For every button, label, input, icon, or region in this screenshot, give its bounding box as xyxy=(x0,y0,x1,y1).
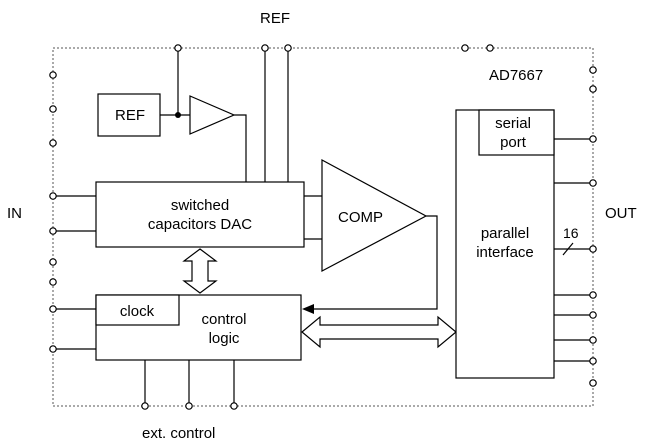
pin-ext-control-3 xyxy=(230,402,238,410)
pin-out-2 xyxy=(589,179,597,187)
pin-ctrl-left-1 xyxy=(49,305,57,313)
chip-boundary xyxy=(52,47,594,407)
control-interface-bus-arrow xyxy=(301,315,457,349)
junction-dot xyxy=(175,112,181,118)
pin-left-e xyxy=(49,278,57,286)
feedback-arrowhead xyxy=(302,304,314,314)
ext-control-label: ext. control xyxy=(142,425,215,442)
in-label: IN xyxy=(7,205,22,222)
comparator xyxy=(321,158,428,272)
pin-ctrl-left-2 xyxy=(49,345,57,353)
dac-label-line1: switched xyxy=(171,197,229,214)
pin-out-5 xyxy=(589,311,597,319)
control-logic-label-line2: logic xyxy=(209,330,240,347)
bus-slash xyxy=(562,242,574,256)
serial-port-label-line1: serial xyxy=(495,115,531,132)
switched-capacitors-dac-block xyxy=(95,181,305,248)
ref-buffer-amplifier xyxy=(189,95,236,135)
ref-block-label: REF xyxy=(115,107,145,124)
pin-out-7 xyxy=(589,357,597,365)
pin-top-1 xyxy=(174,44,182,52)
pin-top-4 xyxy=(461,44,469,52)
pin-right-a xyxy=(589,66,597,74)
pin-left-a xyxy=(49,71,57,79)
pin-left-d xyxy=(49,258,57,266)
pin-out-4 xyxy=(589,291,597,299)
out-label: OUT xyxy=(605,205,637,222)
pin-ext-control-2 xyxy=(185,402,193,410)
pin-left-c xyxy=(49,139,57,147)
pin-out-bus xyxy=(589,245,597,253)
pin-left-b xyxy=(49,105,57,113)
pin-in-1 xyxy=(49,192,57,200)
pin-top-5 xyxy=(486,44,494,52)
pin-ref-1 xyxy=(261,44,269,52)
control-logic-label-line1: control xyxy=(201,311,246,328)
pin-out-6 xyxy=(589,336,597,344)
clock-block xyxy=(95,294,180,326)
serial-port-label-line2: port xyxy=(500,134,527,151)
ref-top-label: REF xyxy=(260,10,290,27)
serial-port-block xyxy=(478,109,555,156)
pin-out-8 xyxy=(589,379,597,387)
bus-width-label: 16 xyxy=(563,225,579,241)
parallel-interface-label-line2: interface xyxy=(476,244,534,261)
ref-block xyxy=(97,93,161,137)
parallel-interface-label-line1: parallel xyxy=(481,225,529,242)
pin-ext-control-1 xyxy=(141,402,149,410)
clock-label: clock xyxy=(120,303,155,320)
pin-ref-2 xyxy=(284,44,292,52)
comparator-label: COMP xyxy=(338,209,383,226)
chip-name-label: AD7667 xyxy=(489,67,543,84)
pin-out-serial xyxy=(589,135,597,143)
dac-control-bus-arrow xyxy=(182,248,218,294)
pin-right-b xyxy=(589,85,597,93)
pin-in-2 xyxy=(49,227,57,235)
dac-label-line2: capacitors DAC xyxy=(148,216,252,233)
